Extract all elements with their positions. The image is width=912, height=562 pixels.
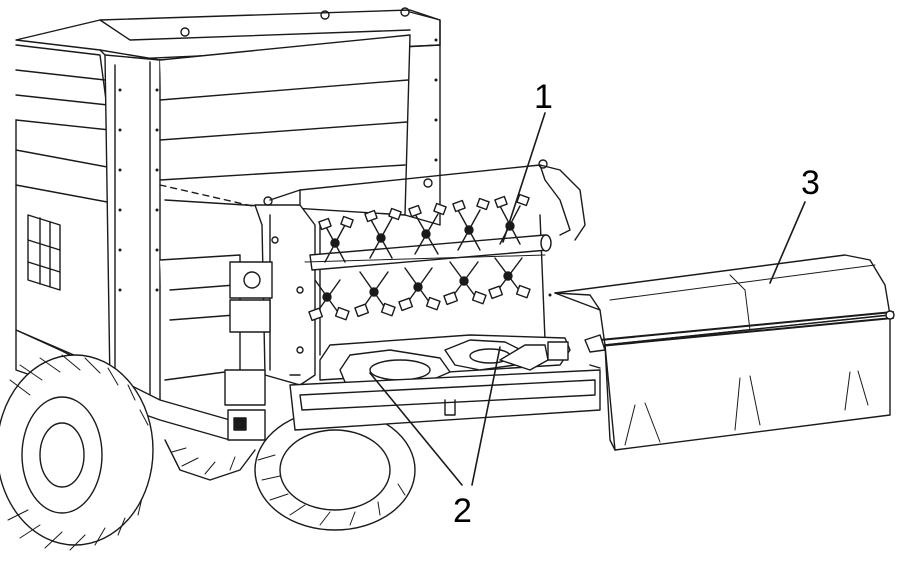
callout-label-3: 3 [801,164,820,202]
leader-1 [502,112,546,243]
upper-rotor-shaft [309,234,552,271]
upper-beater-tines [318,193,530,263]
leader-3 [769,201,806,284]
callout-label-1: 1 [534,78,553,116]
ladder [27,214,61,291]
spreading-discs [319,334,571,389]
leader-2b [471,346,501,486]
tractor-wheels [0,354,416,551]
deflector-hood [554,254,895,451]
lower-beater-tines [308,257,531,322]
spreader-unit [224,159,601,441]
callout-leaders [369,112,806,486]
callout-label-2: 2 [453,492,472,530]
leader-2a [369,372,463,486]
